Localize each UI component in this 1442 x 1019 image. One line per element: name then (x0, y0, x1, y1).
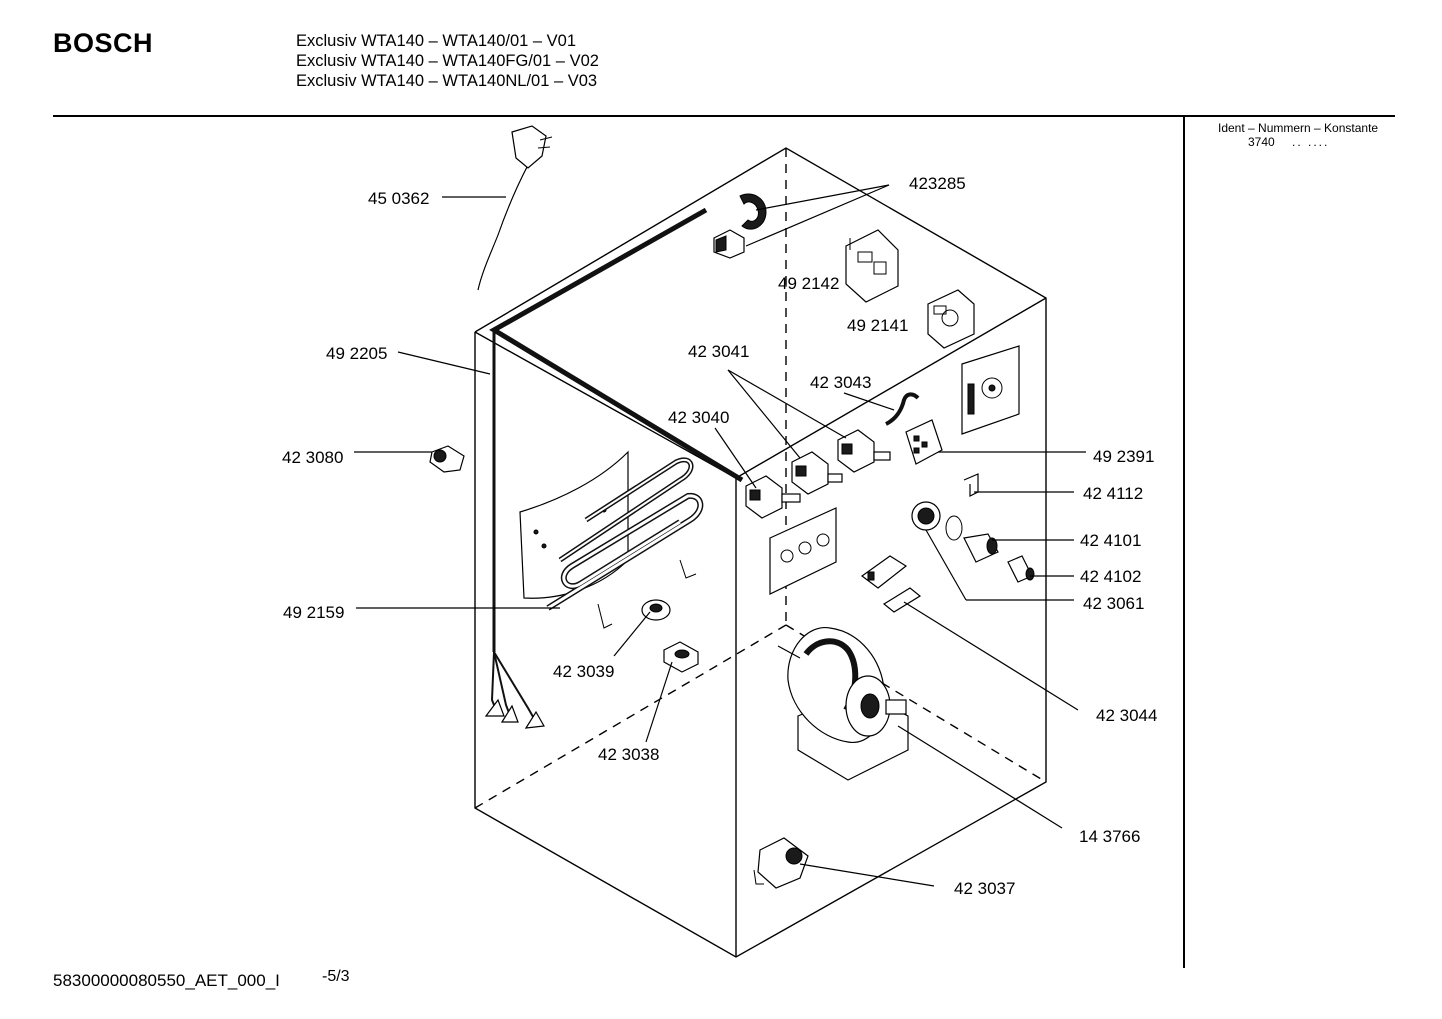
page-number: -5/3 (322, 968, 350, 985)
label-143766: 14 3766 (1079, 827, 1140, 846)
control-panel-plate (769, 507, 837, 595)
label-492142: 49 2142 (778, 274, 839, 293)
model-line: Exclusiv WTA140 – WTA140/01 – V01 (296, 32, 577, 50)
grommet-423080 (429, 445, 465, 473)
label-492141: 49 2141 (847, 316, 908, 335)
label-423044: 42 3044 (1096, 706, 1157, 725)
ident-value: 3740 (1248, 135, 1275, 149)
model-line: Exclusiv WTA140 – WTA140NL/01 – V03 (296, 72, 598, 90)
label-450362: 45 0362 (368, 189, 429, 208)
lamp-holder-424101 (963, 533, 999, 563)
ident-dots: .. .... (1292, 135, 1330, 149)
control-board-492141 (927, 289, 975, 349)
label-423041: 42 3041 (688, 342, 749, 361)
switch-423041a (791, 451, 843, 495)
mains-cable-plug (477, 125, 553, 291)
label-492205: 49 2205 (326, 344, 387, 363)
control-board-492142 (845, 229, 899, 303)
mounting-plate (961, 345, 1020, 435)
drive-motor (777, 627, 909, 781)
label-424102: 42 4102 (1080, 567, 1141, 586)
lamp-424102 (1007, 555, 1035, 583)
pcb-492391 (905, 419, 943, 465)
pressure-switch-seal (911, 501, 963, 541)
label-492159: 49 2159 (283, 603, 344, 622)
brand-logo: BOSCH (53, 28, 154, 58)
label-424101: 42 4101 (1080, 531, 1141, 550)
label-424112: 42 4112 (1083, 484, 1143, 503)
model-line: Exclusiv WTA140 – WTA140FG/01 – V02 (296, 52, 599, 70)
flex-cable-423043 (885, 392, 920, 426)
ident-title: Ident – Nummern – Konstante (1218, 121, 1379, 135)
document-code: 58300000080550_AET_000_I (53, 971, 280, 990)
label-423043: 42 3043 (810, 373, 871, 392)
bracket-424112 (963, 473, 979, 497)
heater-element (519, 450, 704, 629)
leader-lines (354, 184, 1086, 887)
door-interlock (860, 555, 922, 613)
label-423285: 423285 (909, 174, 966, 193)
pump-thermostat-423037 (753, 837, 809, 889)
thermostat-423038 (663, 641, 699, 673)
cable-clamp (713, 193, 767, 259)
label-423061: 42 3061 (1083, 594, 1144, 613)
label-423039: 42 3039 (553, 662, 614, 681)
label-423040: 42 3040 (668, 408, 729, 427)
label-423037: 42 3037 (954, 879, 1015, 898)
label-492391: 49 2391 (1093, 447, 1154, 466)
model-list: Exclusiv WTA140 – WTA140/01 – V01 Exclus… (296, 31, 599, 91)
thermostat-423039 (641, 599, 671, 621)
label-423038: 42 3038 (598, 745, 659, 764)
label-423080: 42 3080 (282, 448, 343, 467)
wiring-harness (484, 207, 744, 729)
switch-423041b (837, 429, 891, 473)
